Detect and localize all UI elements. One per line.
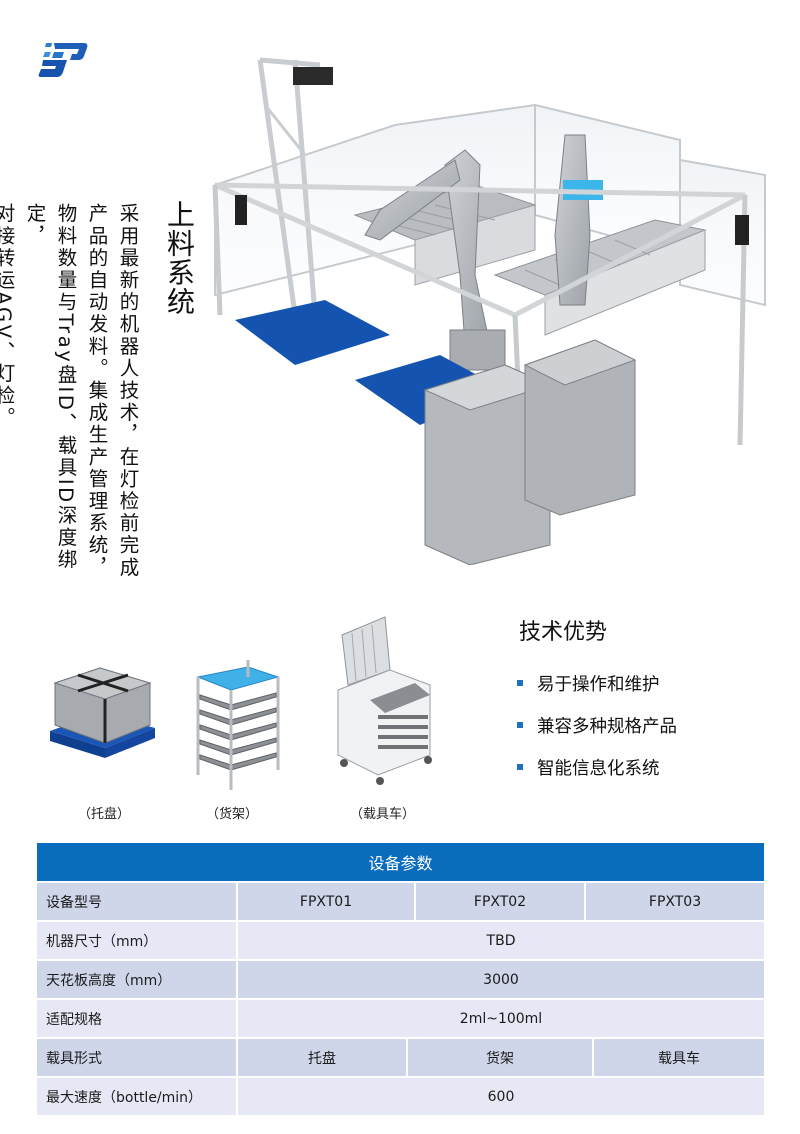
description-line: 对接转运AGV、灯检。 [0,203,15,430]
row-label: 适配规格 [37,1000,238,1037]
description-text: 采用最新的机器人技术，在灯检前完成 产品的自动发料。集成生产管理系统， 物料数量… [0,203,143,603]
bullet-icon [517,722,523,728]
product-caption: （载具车） [350,807,416,822]
bullet-icon [517,764,523,770]
row-label: 最大速度（bottle/min） [37,1078,238,1115]
spec-table: 设备参数 设备型号 FPXT01 FPXT02 FPXT03 机器尺寸（mm） … [37,843,764,1117]
description-line: 采用最新的机器人技术，在灯检前完成 [116,203,139,579]
cell-value: TBD [486,932,516,949]
description-line: 物料数量与Tray盘ID、载具ID深度绑定， [23,203,77,572]
cell-value: 托盘 [238,1039,408,1076]
pallet-image [50,667,155,758]
cell-value: FPXT02 [416,883,586,920]
table-row: 设备型号 FPXT01 FPXT02 FPXT03 [37,883,764,922]
carrier-cart-image [337,616,432,785]
company-logo-icon [38,40,90,82]
product-carrier-cart: （载具车） [330,615,440,822]
page-title: 上料系统 [163,200,196,316]
description-line: 产品的自动发料。集成生产管理系统， [85,203,108,579]
row-label: 机器尺寸（mm） [37,922,238,959]
cell-value: 3000 [483,971,519,988]
table-row: 天花板高度（mm） 3000 [37,961,764,1000]
cell-value: 载具车 [658,1050,700,1067]
advantage-item: 智能信息化系统 [517,746,677,788]
cell-value: 货架 [408,1039,594,1076]
row-label: 设备型号 [37,883,238,920]
table-row: 适配规格 2ml~100ml [37,1000,764,1039]
robot-cell-illustration [205,45,780,566]
advantages-title: 技术优势 [519,620,608,645]
table-row: 载具形式 托盘 货架 载具车 [37,1039,764,1078]
cell-value: FPXT01 [238,883,416,920]
product-pallet: （托盘） [40,615,160,822]
advantage-item: 易于操作和维护 [517,662,677,704]
table-row: 机器尺寸（mm） TBD [37,922,764,961]
table-row: 最大速度（bottle/min） 600 [37,1078,764,1117]
spec-table-title: 设备参数 [37,843,764,883]
advantages-list: 易于操作和维护 兼容多种规格产品 智能信息化系统 [517,662,677,788]
row-label: 天花板高度（mm） [37,961,238,998]
cell-value: 600 [487,1088,515,1105]
row-label: 载具形式 [37,1039,238,1076]
product-rack: （货架） [186,615,286,822]
bullet-icon [517,680,523,686]
cell-value: FPXT03 [648,893,702,910]
advantage-item: 兼容多种规格产品 [517,704,677,746]
cell-value: 2ml~100ml [459,1010,543,1027]
product-caption: （托盘） [78,807,131,822]
product-caption: （货架） [206,807,259,822]
rack-image [196,660,280,790]
